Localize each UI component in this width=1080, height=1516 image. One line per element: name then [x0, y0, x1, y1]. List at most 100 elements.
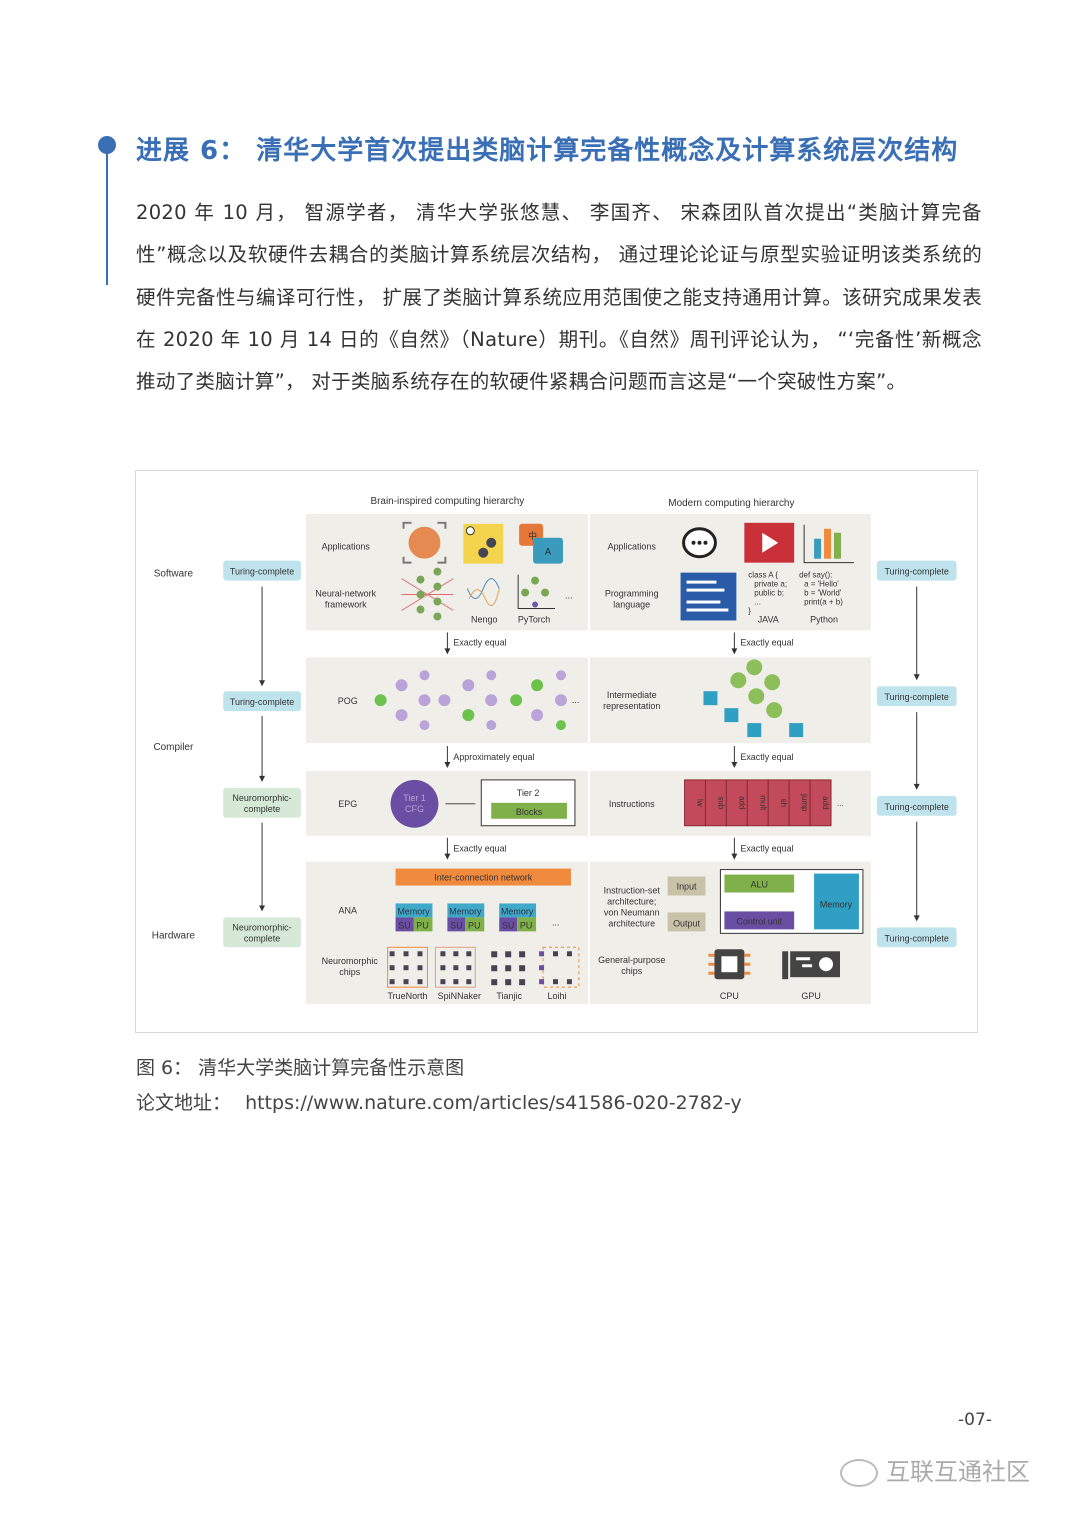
svg-text:add: add — [821, 796, 830, 809]
pog-graph-icon: ... — [374, 670, 579, 731]
svg-text:Neuromorphic-: Neuromorphic- — [232, 922, 291, 932]
svg-text:...: ... — [754, 598, 761, 607]
level-hardware: Hardware — [152, 930, 196, 941]
svg-text:...: ... — [572, 695, 579, 705]
right-software-panel: Applications Programming language class … — [605, 522, 854, 624]
svg-text:POG: POG — [338, 696, 358, 706]
figure-caption: 图 6： 清华大学类脑计算完备性示意图 — [136, 1057, 465, 1079]
paper-link[interactable]: https://www.nature.com/articles/s41586-0… — [245, 1092, 742, 1114]
svg-text:b = 'World': b = 'World' — [804, 589, 842, 598]
svg-text:Exactly equal: Exactly equal — [453, 844, 506, 854]
svg-text:Exactly equal: Exactly equal — [453, 637, 506, 647]
svg-text:Turing-complete: Turing-complete — [230, 567, 294, 577]
left-pog-panel: POG ... — [338, 670, 579, 731]
svg-text:SpiNNaker: SpiNNaker — [438, 991, 481, 1001]
svg-text:sh: sh — [779, 799, 788, 807]
svg-text:A: A — [545, 547, 551, 557]
svg-text:complete: complete — [244, 804, 280, 814]
svg-text:SU: SU — [502, 920, 514, 930]
svg-text:Nengo: Nengo — [471, 614, 497, 624]
svg-text:EPG: EPG — [338, 799, 357, 809]
heading-marker-line — [106, 150, 108, 285]
svg-text:Output: Output — [673, 918, 700, 928]
pytorch-icon — [517, 574, 556, 610]
svg-text:Control unit: Control unit — [736, 916, 782, 926]
svg-text:JAVA: JAVA — [758, 614, 779, 624]
left-hierarchy-title: Brain-inspired computing hierarchy — [370, 496, 524, 507]
svg-text:ALU: ALU — [751, 880, 768, 890]
svg-text:language: language — [613, 600, 650, 610]
svg-text:Approximately equal: Approximately equal — [453, 752, 534, 762]
svg-text:Memory: Memory — [820, 899, 853, 909]
svg-text:Instructions: Instructions — [609, 799, 655, 809]
svg-text:add: add — [737, 796, 746, 809]
svg-text:PyTorch: PyTorch — [518, 614, 550, 624]
watermark-text: 互联互通社区 — [886, 1458, 1030, 1486]
svg-text:mult: mult — [758, 795, 767, 811]
svg-text:sub: sub — [716, 796, 725, 809]
svg-text:PU: PU — [416, 920, 428, 930]
svg-text:framework: framework — [325, 600, 367, 610]
svg-text:chips: chips — [621, 966, 642, 976]
svg-text:Memory: Memory — [501, 906, 534, 916]
go-board-icon — [463, 523, 504, 564]
svg-text:Loihi: Loihi — [548, 991, 567, 1001]
svg-text:architecture;: architecture; — [607, 896, 656, 906]
svg-text:lw: lw — [695, 799, 704, 807]
chip-grids — [387, 946, 580, 988]
level-compiler: Compiler — [153, 742, 194, 753]
cpu-icon — [708, 949, 751, 980]
video-icon — [744, 522, 795, 563]
svg-text:Applications: Applications — [322, 542, 371, 552]
svg-text:...: ... — [837, 799, 844, 808]
face-recognition-icon — [402, 521, 447, 564]
svg-text:}: } — [748, 606, 751, 615]
svg-text:Turing-complete: Turing-complete — [885, 567, 949, 577]
left-epg-panel: EPG Tier 1 CFG Tier 2 Blocks — [338, 779, 576, 828]
svg-text:CFG: CFG — [405, 804, 424, 814]
translation-icon: 中A — [519, 523, 563, 564]
right-badges: Turing-complete Turing-complete Turing-c… — [876, 560, 957, 948]
svg-text:class A {: class A { — [748, 571, 778, 580]
svg-text:Tianjic: Tianjic — [496, 991, 522, 1001]
right-ir-panel: Intermediate representation — [603, 659, 804, 738]
svg-text:Tier 2: Tier 2 — [517, 788, 540, 798]
ir-tree-icon — [703, 659, 804, 738]
svg-text:Turing-complete: Turing-complete — [885, 933, 949, 943]
gpu-icon — [782, 951, 840, 980]
svg-text:CPU: CPU — [720, 991, 739, 1001]
svg-text:PU: PU — [468, 920, 480, 930]
svg-text:GPU: GPU — [801, 991, 820, 1001]
body-paragraph: 2020 年 10 月， 智源学者， 清华大学张悠慧、 李国齐、 宋森团队首次提… — [136, 201, 982, 394]
heading-marker-dot — [98, 136, 116, 154]
svg-text:Neuromorphic: Neuromorphic — [322, 956, 379, 966]
right-instructions-panel: Instructions lw sub add mult sh jump add… — [609, 779, 844, 827]
svg-text:representation: representation — [603, 701, 660, 711]
svg-text:Blocks: Blocks — [516, 807, 543, 817]
equality-arrows: Exactly equal Approximately equal Exactl… — [444, 632, 794, 860]
wechat-icon — [840, 1459, 878, 1487]
svg-text:Input: Input — [677, 882, 697, 892]
svg-text:Exactly equal: Exactly equal — [740, 752, 793, 762]
svg-text:...: ... — [552, 917, 559, 927]
svg-text:def say():: def say(): — [799, 571, 832, 580]
svg-text:SU: SU — [450, 920, 462, 930]
svg-text:Applications: Applications — [608, 542, 657, 552]
svg-text:PU: PU — [520, 920, 532, 930]
level-software: Software — [154, 569, 194, 580]
svg-text:TrueNorth: TrueNorth — [388, 991, 428, 1001]
svg-text:Instruction-set: Instruction-set — [604, 885, 661, 895]
svg-text:...: ... — [565, 591, 572, 601]
svg-text:complete: complete — [244, 933, 280, 943]
nengo-icon — [466, 578, 500, 607]
svg-text:ANA: ANA — [339, 905, 357, 915]
code-editor-icon — [680, 572, 737, 621]
svg-text:Python: Python — [810, 614, 838, 624]
svg-text:中: 中 — [528, 530, 537, 541]
svg-text:Turing-complete: Turing-complete — [230, 697, 294, 707]
svg-text:Memory: Memory — [449, 906, 482, 916]
